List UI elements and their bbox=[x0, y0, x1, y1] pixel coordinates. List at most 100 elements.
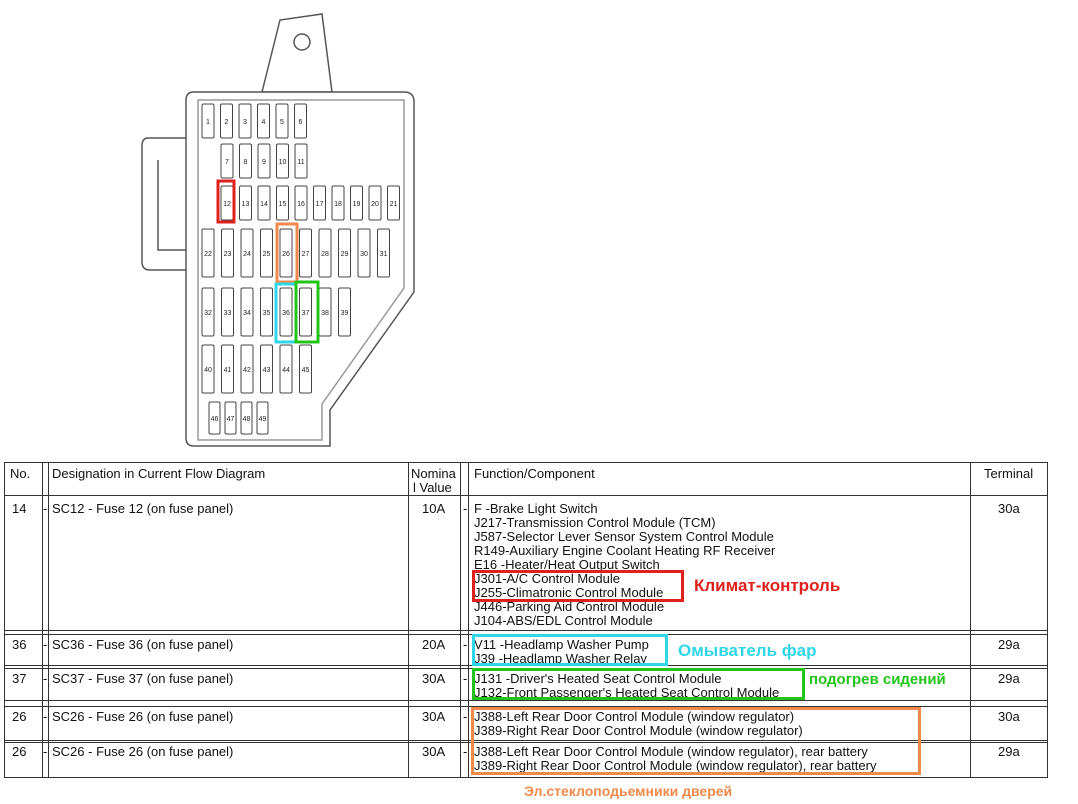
row-designation: SC26 - Fuse 26 (on fuse panel) bbox=[52, 709, 234, 724]
fuse-number: 48 bbox=[243, 416, 251, 423]
row-function-line: J104-ABS/EDL Control Module bbox=[474, 613, 653, 628]
fuse-number: 26 bbox=[282, 251, 290, 258]
fuse-slot bbox=[275, 103, 289, 139]
row-dash: - bbox=[463, 501, 468, 516]
fuse-number: 9 bbox=[262, 159, 266, 166]
header-designation: Designation in Current Flow Diagram bbox=[52, 466, 266, 481]
fuse-number: 29 bbox=[341, 251, 349, 258]
fuse-37-highlight bbox=[294, 280, 320, 344]
fuse-26-highlight bbox=[275, 222, 299, 284]
fuse-number: 4 bbox=[262, 119, 266, 126]
fuse-slot bbox=[257, 103, 270, 139]
fuse-number: 5 bbox=[280, 119, 284, 126]
row-function-line: J301-A/C Control Module bbox=[474, 571, 620, 586]
fuse-number: 40 bbox=[204, 367, 212, 374]
fuse-slot bbox=[221, 228, 234, 278]
row-terminal: 29a bbox=[998, 671, 1020, 686]
fuse-slot bbox=[331, 185, 345, 221]
fuse-slot bbox=[238, 103, 252, 139]
row-function-line: E16 -Heater/Heat Output Switch bbox=[474, 557, 660, 572]
fuse-number: 49 bbox=[259, 416, 267, 423]
fuse-number: 44 bbox=[282, 367, 290, 374]
fuse-number: 47 bbox=[227, 416, 235, 423]
fuse-slot bbox=[279, 344, 293, 394]
fuse-slot bbox=[208, 401, 221, 435]
fuse-number: 35 bbox=[263, 310, 271, 317]
fuse-number: 25 bbox=[263, 251, 271, 258]
row-terminal: 30a bbox=[998, 709, 1020, 724]
row-function-line: R149-Auxiliary Engine Coolant Heating RF… bbox=[474, 543, 776, 558]
row-dash: - bbox=[463, 671, 468, 686]
fuse-slot bbox=[279, 228, 293, 278]
fuse-number: 3 bbox=[243, 119, 247, 126]
fuse-number: 31 bbox=[380, 251, 388, 258]
row-no: 14 bbox=[12, 501, 27, 516]
fuse-slot bbox=[357, 228, 371, 278]
fuse-number: 12 bbox=[223, 201, 231, 208]
row-function-line: J587-Selector Lever Sensor System Contro… bbox=[474, 529, 774, 544]
fuse-number: 20 bbox=[371, 201, 379, 208]
row-dash: - bbox=[43, 744, 48, 759]
fuse-number: 43 bbox=[263, 367, 271, 374]
row-dash: - bbox=[43, 671, 48, 686]
row-function-line: F -Brake Light Switch bbox=[474, 501, 598, 516]
fuse-number: 38 bbox=[321, 310, 329, 317]
row-dash: - bbox=[463, 637, 468, 652]
fuse-slot bbox=[299, 287, 312, 337]
fuse-number: 6 bbox=[299, 119, 303, 126]
row-value: 30A bbox=[422, 671, 446, 686]
header-function: Function/Component bbox=[474, 466, 595, 481]
row-function-line: J388-Left Rear Door Control Module (wind… bbox=[474, 709, 795, 724]
fuse-slot bbox=[240, 344, 254, 394]
windows-highlight-box bbox=[471, 707, 921, 775]
header-terminal: Terminal bbox=[984, 466, 1034, 481]
row-designation: SC37 - Fuse 37 (on fuse panel) bbox=[52, 671, 234, 686]
seat-heat-annotation: подогрев сидений bbox=[809, 671, 946, 688]
fuse-slot bbox=[338, 228, 351, 278]
fuse-number: 24 bbox=[243, 251, 251, 258]
header-no: No. bbox=[10, 466, 31, 481]
fuse-slot bbox=[221, 344, 234, 394]
fuse-number: 10 bbox=[279, 159, 287, 166]
fuse-number: 8 bbox=[244, 159, 248, 166]
fuse-slot bbox=[240, 287, 254, 337]
row-terminal: 30a bbox=[998, 501, 1020, 516]
row-value: 20A bbox=[422, 637, 446, 652]
fuse-number: 32 bbox=[204, 310, 212, 317]
fuse-slot bbox=[338, 287, 351, 337]
fuse-slot bbox=[201, 287, 215, 337]
fuse-slot bbox=[294, 143, 308, 179]
fuse-slot bbox=[201, 228, 215, 278]
fuse-number: 30 bbox=[360, 251, 368, 258]
row-dash: - bbox=[463, 744, 468, 759]
washer-annotation: Омыватель фар bbox=[678, 641, 817, 660]
seat-heat-highlight-box bbox=[472, 668, 805, 700]
row-terminal: 29a bbox=[998, 637, 1020, 652]
fuse-number: 22 bbox=[204, 251, 212, 258]
fuse-slot bbox=[318, 228, 332, 278]
fuse-slot bbox=[260, 344, 273, 394]
fuse-number: 19 bbox=[353, 201, 361, 208]
row-function-line: J255-Climatronic Control Module bbox=[474, 585, 664, 600]
fuse-slot bbox=[201, 344, 215, 394]
climate-annotation: Климат-контроль bbox=[694, 576, 841, 595]
fuse-slot bbox=[256, 401, 269, 435]
fuse-slot bbox=[350, 185, 363, 221]
fuse-number: 15 bbox=[279, 201, 287, 208]
row-value: 10A bbox=[422, 501, 446, 516]
fuse-number: 1 bbox=[206, 119, 210, 126]
fuse-number: 27 bbox=[302, 251, 310, 258]
fuse-number: 36 bbox=[282, 310, 290, 317]
row-no: 26 bbox=[12, 709, 27, 724]
fuse-slot bbox=[201, 103, 215, 139]
header-nominal-2: l Value bbox=[413, 480, 452, 495]
row-dash: - bbox=[43, 501, 48, 516]
row-designation: SC12 - Fuse 12 (on fuse panel) bbox=[52, 501, 234, 516]
fuse-slot bbox=[294, 185, 308, 221]
fuse-number: 41 bbox=[224, 367, 232, 374]
row-function-line: J389-Right Rear Door Control Module (win… bbox=[474, 758, 877, 773]
fuse-slot bbox=[260, 228, 273, 278]
fuse-number: 13 bbox=[242, 201, 250, 208]
